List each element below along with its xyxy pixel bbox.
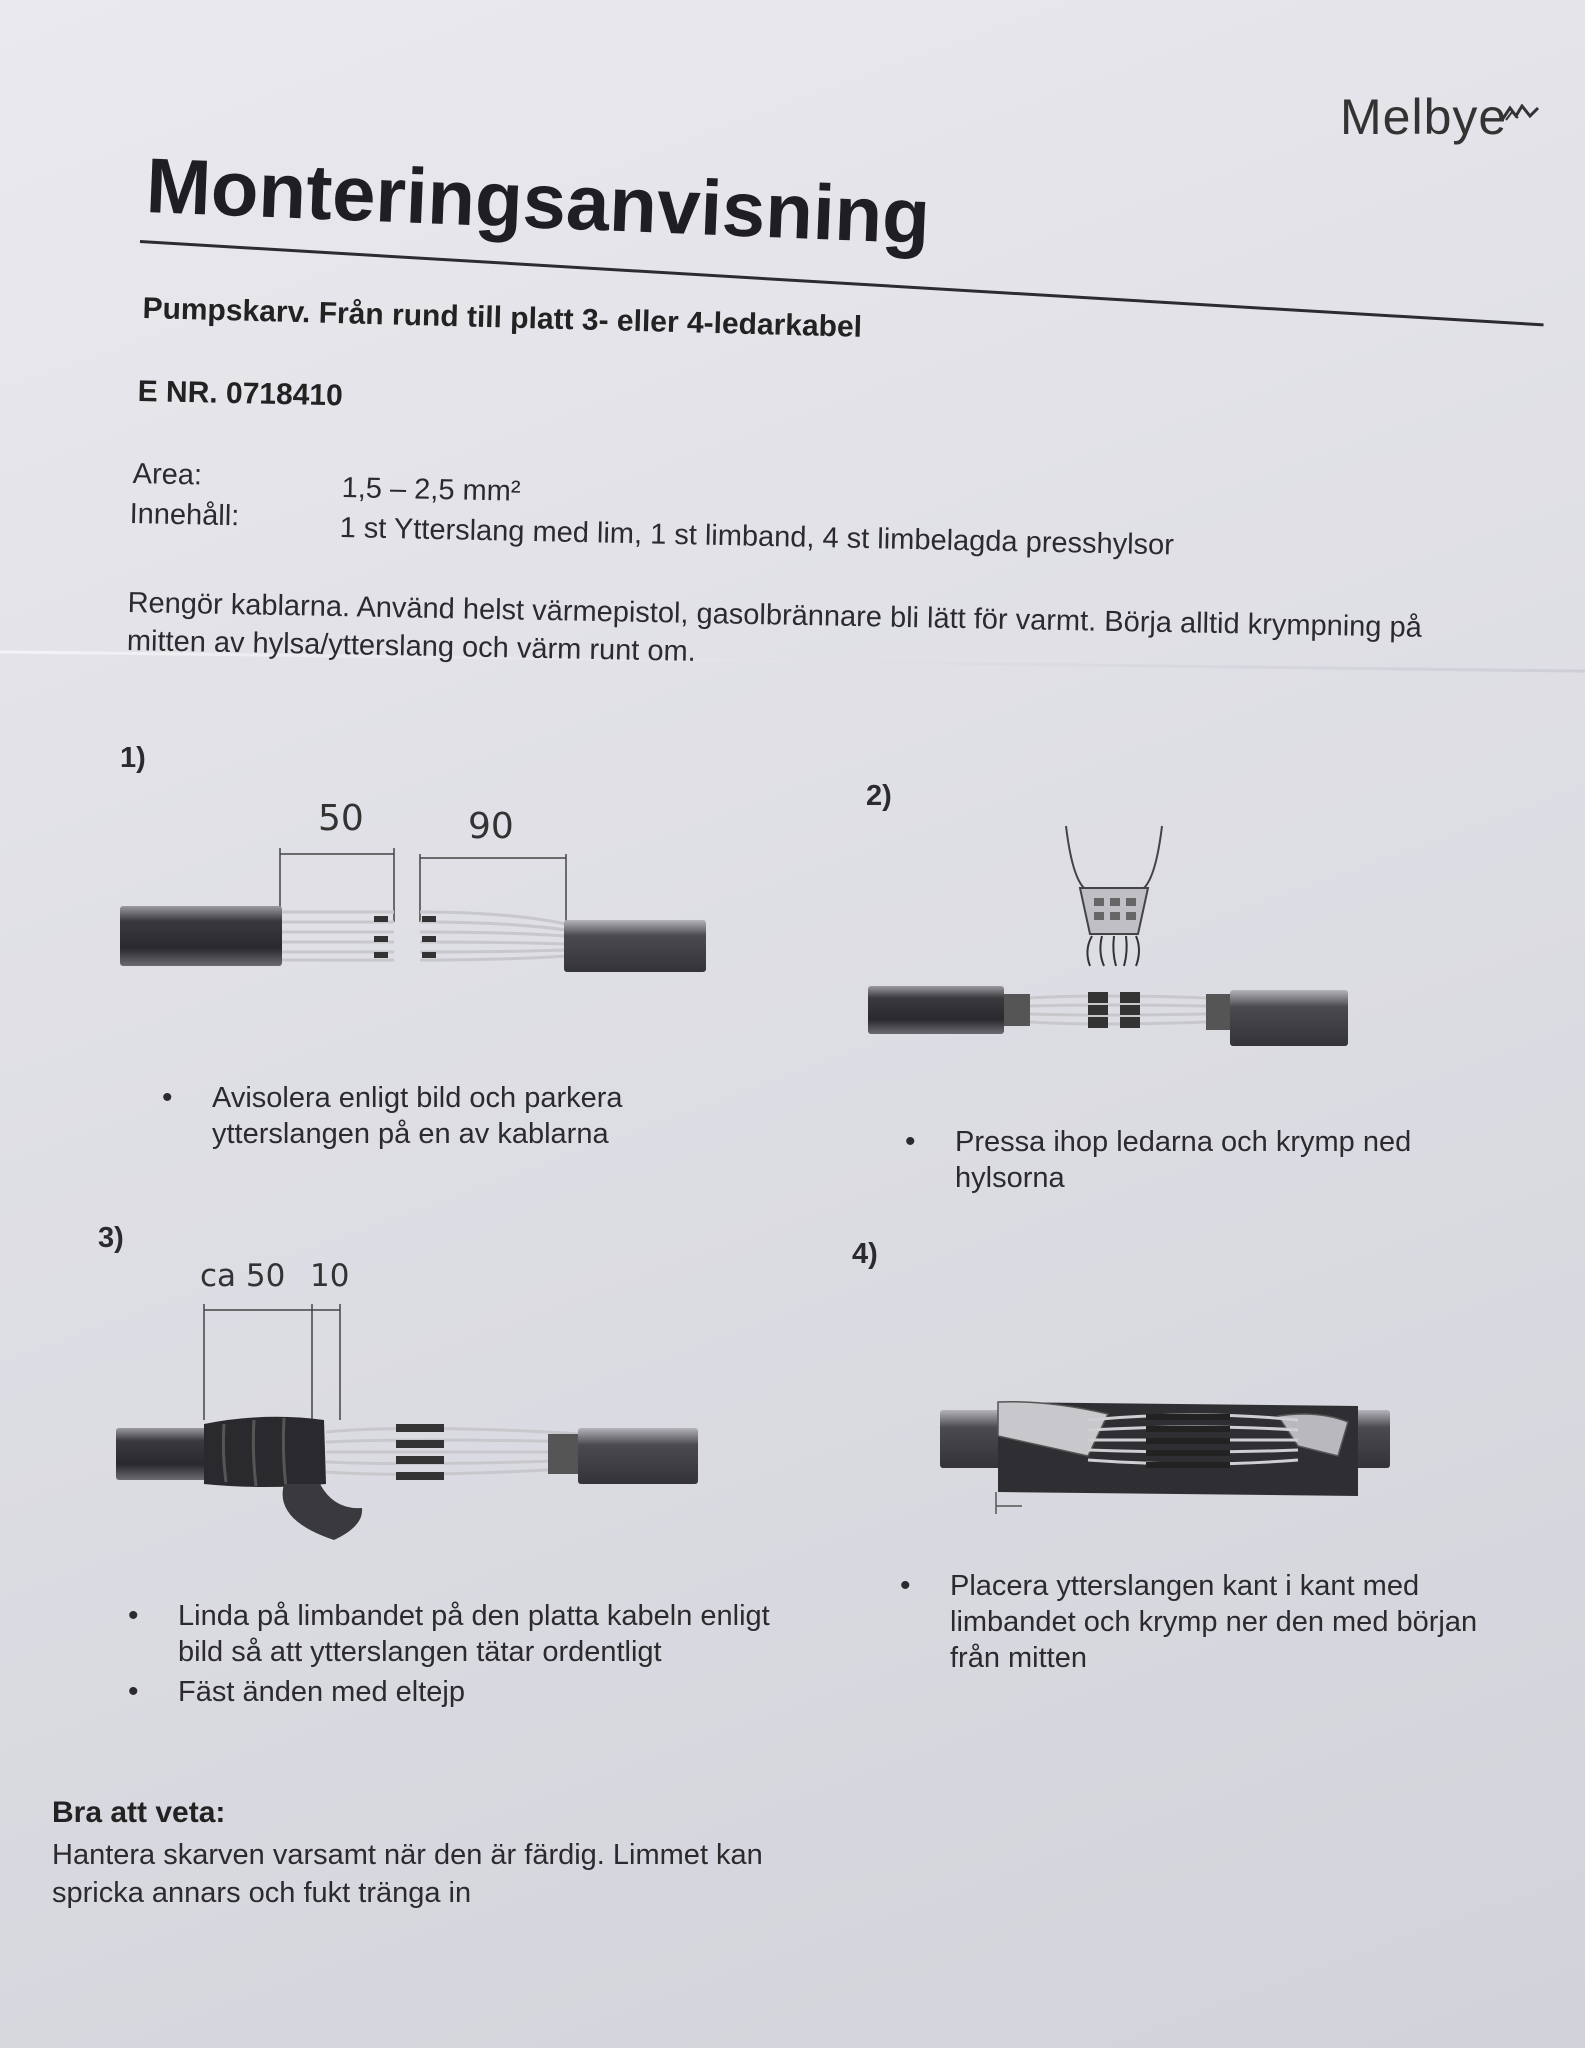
step-1-illustration (120, 848, 706, 972)
step-3-dimension-ca-50: ca 50 (200, 1258, 286, 1294)
list-item: •Placera ytterslangen kant i kant med li… (900, 1569, 1478, 1674)
list-item: •Fäst änden med eltejp (128, 1675, 465, 1708)
document-title: Monteringsanvisning (144, 140, 932, 261)
step-2-illustration (868, 825, 1348, 1046)
list-item: •Pressa ihop ledarna och krymp ned hylso… (905, 1125, 1412, 1194)
list-item: •Linda på limbandet på den platta kabeln… (128, 1599, 770, 1668)
step-2-number: 2) (866, 780, 892, 812)
article-number: E NR. 0718410 (137, 375, 344, 413)
list-item: •Avisolera enligt bild och parkera ytter… (162, 1081, 623, 1150)
step-4-illustration (940, 1401, 1390, 1514)
step-1-dimension-90: 90 (468, 806, 514, 847)
content-value: 1 st Ytterslang med lim, 1 st limband, 4… (339, 512, 1175, 562)
step-1-number: 1) (120, 742, 146, 774)
bullet-icon: • (905, 1125, 916, 1158)
bullet-icon: • (128, 1599, 139, 1632)
document-subtitle: Pumpskarv. Från rund till platt 3- eller… (142, 292, 863, 344)
brand-logo: Melbye (1340, 89, 1508, 145)
bullet-icon: • (128, 1675, 139, 1708)
note-text: Hantera skarven varsamt när den är färdi… (52, 1839, 763, 1909)
step-3-illustration (116, 1304, 698, 1540)
note-title: Bra att veta: (52, 1796, 226, 1829)
step-1-instructions: •Avisolera enligt bild och parkera ytter… (162, 1080, 732, 1156)
step-3-dimension-10: 10 (310, 1258, 350, 1294)
bullet-icon: • (900, 1569, 911, 1602)
brand-logo-mark-icon (1500, 104, 1540, 121)
bullet-icon: • (162, 1081, 173, 1114)
area-label: Area: (132, 458, 203, 492)
step-3-instructions: •Linda på limbandet på den platta kabeln… (128, 1598, 818, 1714)
step-4-instructions: •Placera ytterslangen kant i kant med li… (900, 1568, 1530, 1680)
area-value: 1,5 – 2,5 mm² (341, 472, 521, 508)
intro-paragraph: Rengör kablarna. Använd helst värmepisto… (126, 586, 1423, 668)
step-3-number: 3) (98, 1222, 124, 1254)
step-1-dimension-50: 50 (318, 798, 364, 839)
step-4-number: 4) (852, 1238, 878, 1270)
step-2-instructions: •Pressa ihop ledarna och krymp ned hylso… (905, 1124, 1455, 1200)
content-label: Innehåll: (129, 498, 240, 533)
